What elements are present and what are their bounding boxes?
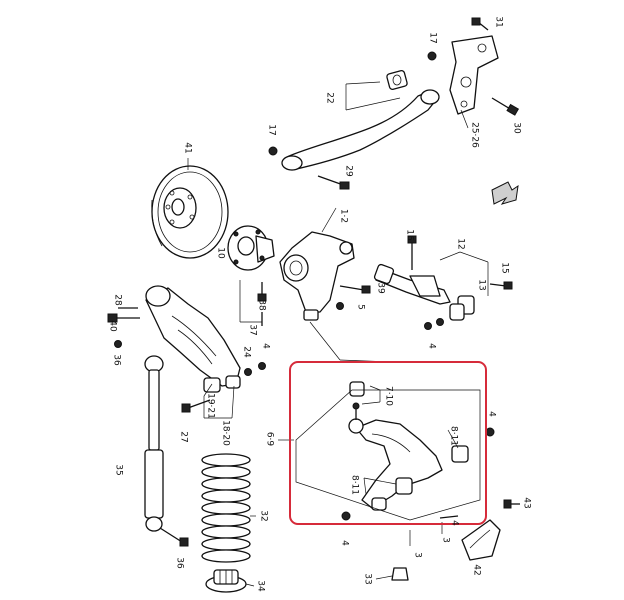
highlight-inner-frame [295, 389, 481, 521]
part-label-p39: 39 [376, 282, 386, 294]
part-label-p41: 41 [183, 142, 193, 153]
part-labels: 31 17 22 25·26 30 17 41 29 1·2 16 12 15 10 13 39 28 38 5 4… [108, 16, 532, 592]
part-label-p36a: 36 [112, 354, 122, 366]
part-label-p25_26: 25·26 [470, 122, 480, 148]
highlight-box [289, 361, 487, 525]
part-label-p24: 24 [242, 346, 252, 358]
shock-absorber [114, 340, 189, 547]
bracket-42 [461, 499, 520, 561]
part-label-p8_11a: 8·11 [449, 426, 459, 446]
part-label-p34: 34 [256, 580, 266, 592]
bump-stop [391, 567, 409, 581]
lower-control-arm [341, 381, 495, 521]
part-label-p17a: 17 [428, 32, 438, 43]
part-label-p3b: 3 [413, 552, 423, 558]
part-label-p13: 13 [477, 279, 487, 290]
spring-seat [205, 569, 247, 593]
part-label-p1_2: 1·2 [339, 209, 349, 223]
front-arrow-icon [491, 181, 519, 205]
trailing-arm [107, 285, 266, 413]
part-label-p18_20: 18·20 [221, 420, 231, 446]
part-label-p4a: 4 [427, 343, 437, 349]
part-label-p5: 5 [356, 304, 366, 310]
part-label-p4e: 4 [340, 540, 350, 546]
part-label-p4d: 4 [450, 520, 460, 526]
part-label-p43: 43 [522, 497, 532, 508]
part-label-p33: 33 [363, 573, 373, 584]
part-label-p17b: 17 [267, 124, 277, 135]
part-label-p15: 15 [500, 262, 510, 273]
knuckle [257, 175, 371, 326]
part-label-p6_9: 6·9 [265, 432, 275, 447]
part-label-p4b: 4 [261, 343, 271, 349]
part-label-p36b: 36 [175, 557, 185, 569]
part-label-p7_10: 7·10 [384, 386, 394, 406]
part-label-p8_11b: 8·11 [350, 475, 360, 495]
part-label-p38: 38 [257, 299, 267, 311]
part-label-p31: 31 [494, 16, 504, 27]
part-label-p32: 32 [259, 510, 269, 521]
part-label-p22: 22 [325, 92, 335, 103]
part-label-p10: 10 [216, 247, 226, 259]
lateral-rod [373, 235, 513, 330]
part-label-p12: 12 [456, 238, 466, 249]
part-label-p37: 37 [248, 324, 258, 335]
wheel-hub [227, 225, 275, 271]
part-label-p19_21: 19·21 [206, 393, 216, 419]
part-label-p42: 42 [472, 564, 482, 575]
part-label-p16: 16 [405, 229, 415, 241]
part-label-p40: 40 [108, 320, 118, 332]
part-label-p3a: 3 [441, 537, 451, 543]
part-label-p29: 29 [344, 165, 354, 177]
part-label-p30: 30 [512, 122, 522, 134]
part-label-p4c: 4 [487, 411, 497, 417]
part-label-p27: 27 [179, 431, 189, 442]
upper-bracket [268, 17, 520, 156]
part-label-p35: 35 [114, 464, 124, 475]
brake-drum [151, 165, 229, 259]
coil-spring [201, 453, 251, 563]
upper-link-arm [281, 69, 440, 171]
part-label-p28: 28 [113, 294, 123, 306]
